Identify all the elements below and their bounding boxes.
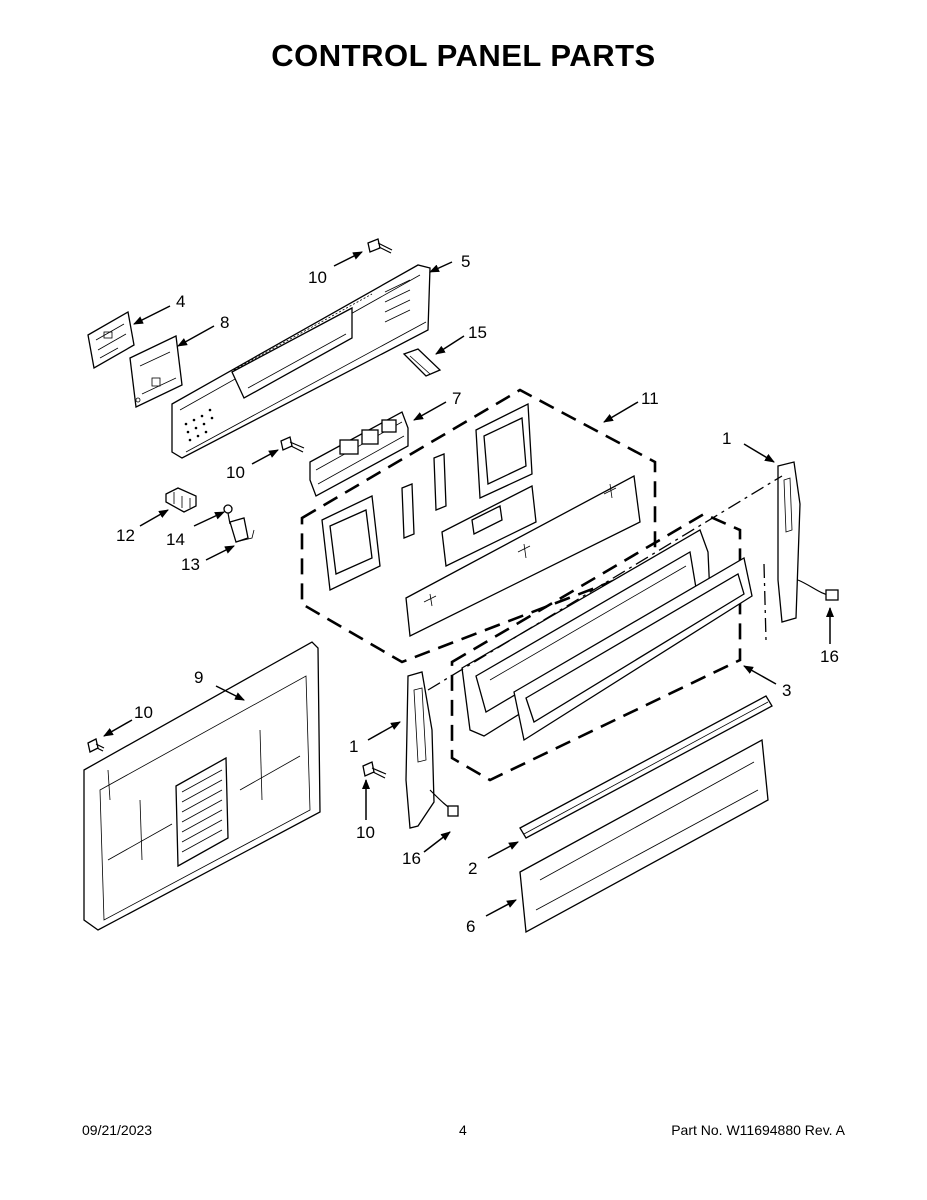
callout-label: 8 <box>220 313 229 332</box>
callout-labels: 10 5 4 8 15 7 11 1 10 12 14 13 16 9 3 10… <box>116 252 839 936</box>
callout-label: 10 <box>308 268 327 287</box>
page-title: CONTROL PANEL PARTS <box>271 38 656 73</box>
screw-part <box>362 761 387 779</box>
callout-label: 2 <box>468 859 477 878</box>
glass-panel-part <box>405 474 641 637</box>
rear-cover-part <box>83 641 321 931</box>
control-panel-housing-part <box>171 264 431 459</box>
ribbon-cable-part <box>402 348 442 377</box>
lower-panel-part <box>519 738 769 934</box>
callout-label: 3 <box>782 681 791 700</box>
callout-label: 10 <box>356 823 375 842</box>
control-board-part <box>87 310 135 370</box>
callout-label: 6 <box>466 917 475 936</box>
support-bar-part <box>519 695 773 839</box>
callout-label: 10 <box>226 463 245 482</box>
callout-label: 9 <box>194 668 203 687</box>
callout-label: 11 <box>641 389 659 408</box>
ui-control-board-part <box>309 411 409 497</box>
callout-label: 1 <box>349 737 358 756</box>
assembly-3-boundary <box>450 512 742 782</box>
display-window-part <box>441 484 537 567</box>
control-board-part <box>129 335 183 408</box>
callout-label: 16 <box>820 647 839 666</box>
trim-frame-part <box>461 529 711 737</box>
callout-label: 12 <box>116 526 135 545</box>
callout-label: 13 <box>181 555 200 574</box>
side-bracket-part <box>777 461 839 623</box>
callout-label: 7 <box>452 389 461 408</box>
bracket-part <box>229 517 255 543</box>
alignment-line <box>427 475 783 691</box>
switch-part <box>165 487 197 513</box>
bracket-frame-part <box>475 402 533 499</box>
callout-label: 15 <box>468 323 487 342</box>
screw-part <box>367 238 393 254</box>
screw-part <box>280 436 305 453</box>
screw-part <box>87 738 105 753</box>
callout-label: 1 <box>722 429 731 448</box>
callout-label: 10 <box>134 703 153 722</box>
callout-label: 14 <box>166 530 185 549</box>
callout-label: 4 <box>176 292 185 311</box>
trim-frame-part <box>513 556 753 742</box>
alignment-line <box>763 563 767 641</box>
footer-page-number: 4 <box>459 1122 467 1138</box>
callout-label: 16 <box>402 849 421 868</box>
footer-part-number: Part No. W11694880 Rev. A <box>671 1122 845 1138</box>
clip-part <box>401 453 447 539</box>
callout-leaders <box>103 251 834 917</box>
bracket-frame-part <box>321 495 381 591</box>
footer-date: 09/21/2023 <box>82 1122 153 1138</box>
callout-label: 5 <box>461 252 470 271</box>
side-bracket-part <box>405 671 459 829</box>
